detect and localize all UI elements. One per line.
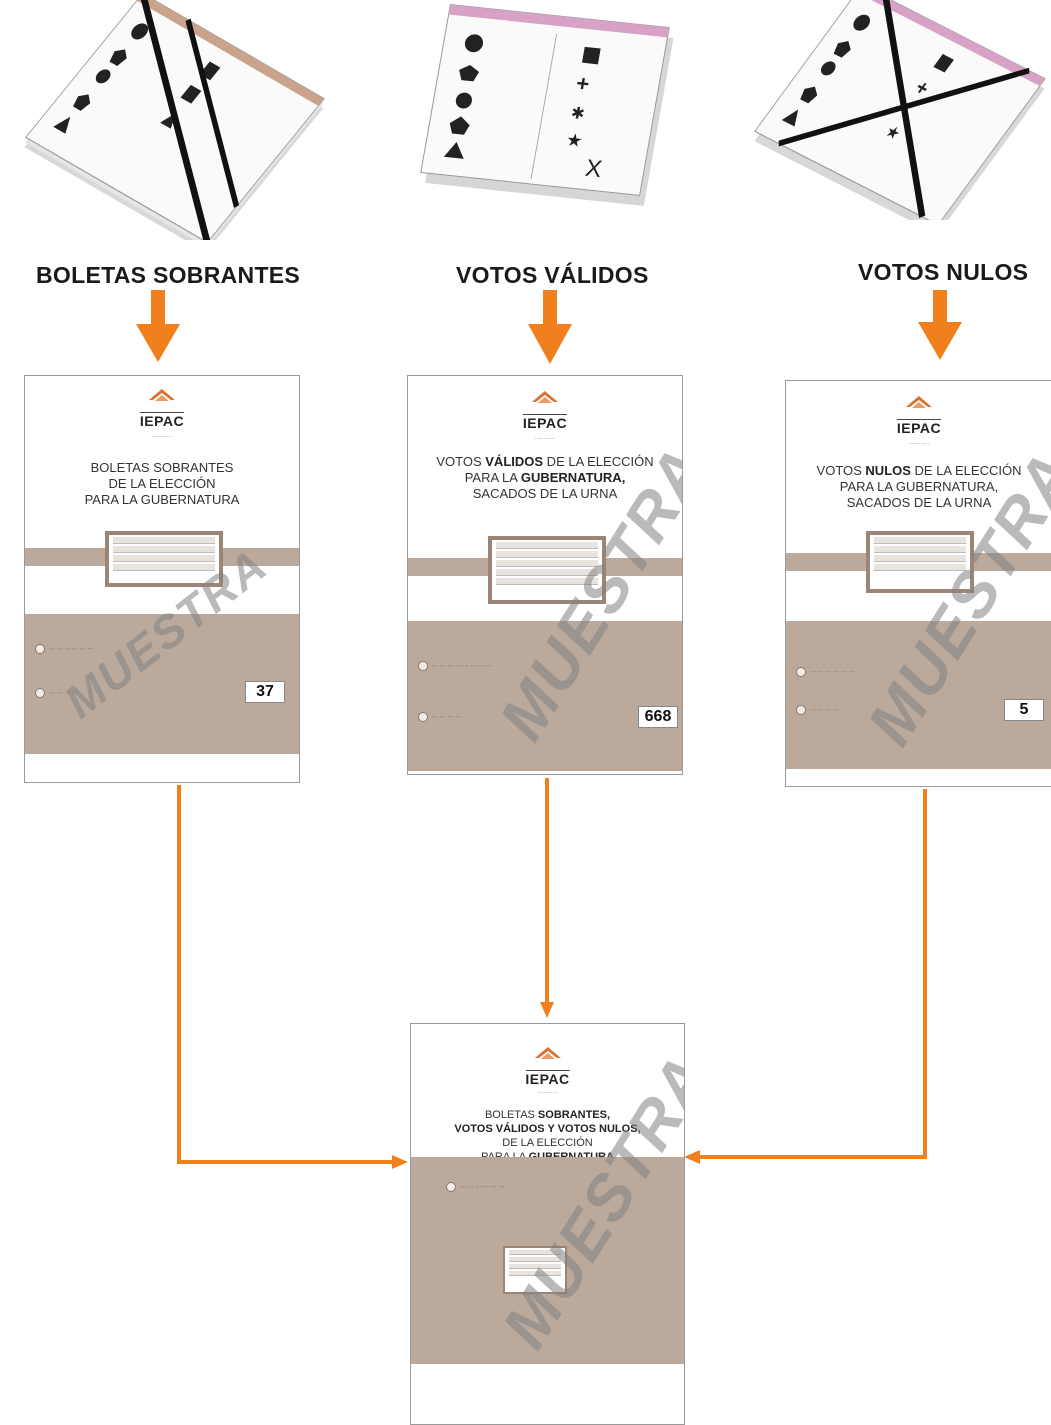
envelope-final: IEPAC ············ BOLETAS SOBRANTES, VO… [410, 1023, 685, 1425]
heading-boletas-sobrantes: BOLETAS SOBRANTES [36, 262, 301, 288]
logo-text: IEPAC [525, 1070, 570, 1087]
svg-text:✱: ✱ [570, 105, 586, 123]
envelope-label [105, 531, 223, 587]
connector-sobrantes [177, 785, 392, 1164]
process-line: ············ [535, 436, 555, 442]
process-line: ············ [152, 434, 172, 440]
arrow-nulos-shaft [933, 290, 947, 324]
logo-text: IEPAC [139, 412, 185, 429]
envelope-title: BOLETAS SOBRANTES DE LA ELECCIÓN PARA LA… [84, 460, 240, 507]
iepac-logo-icon [534, 1047, 561, 1059]
process-line: ············ [537, 1090, 558, 1096]
arrow-validos-shaft [543, 290, 557, 326]
iepac-logo: IEPAC [525, 1046, 570, 1087]
svg-text:★: ★ [565, 130, 585, 151]
instruction-1: ··· ··· ··· ··· ··· ··· ··· ··· [418, 661, 673, 671]
arrow-sobrantes-head [136, 324, 180, 362]
iepac-logo-icon [906, 396, 932, 408]
connector-sobrantes-head [392, 1155, 408, 1169]
heading-votos-nulos: VOTOS NULOS [858, 259, 1029, 285]
svg-text:X: X [583, 155, 604, 183]
envelope-votos-validos: IEPAC ············ VOTOS VÁLIDOS DE LA E… [407, 375, 683, 775]
instruction-2: ··· ··· ··· ··· [418, 712, 618, 722]
envelope-instructions-panel [786, 621, 1051, 769]
envelope-boletas-sobrantes: IEPAC ············ BOLETAS SOBRANTES DE … [24, 375, 300, 783]
envelope-title: VOTOS NULOS DE LA ELECCIÓN PARA LA GUBER… [816, 463, 1022, 510]
instruction-1: ··· ··· ··· ··· ··· ··· [35, 644, 275, 654]
arrow-nulos-head [918, 322, 962, 360]
arrow-validos-head [528, 324, 572, 364]
instruction-2: ··· ··· ··· ··· [35, 688, 235, 698]
envelope-label [503, 1246, 567, 1294]
envelope-instructions-panel [408, 621, 682, 771]
envelope-label [866, 531, 974, 593]
heading-votos-validos: VOTOS VÁLIDOS [456, 262, 649, 288]
instruction-2: ··· ··· ··· ··· [796, 705, 996, 715]
iepac-logo-icon [149, 389, 175, 401]
iepac-logo: IEPAC [522, 390, 568, 431]
connector-validos-head [540, 1002, 554, 1018]
envelope-votos-nulos: IEPAC ············ VOTOS NULOS DE LA ELE… [785, 380, 1051, 787]
connector-nulos-head [684, 1150, 700, 1164]
iepac-logo: IEPAC [139, 388, 185, 429]
count-box: 37 [245, 681, 285, 703]
logo-text: IEPAC [896, 419, 942, 436]
count-box: 5 [1004, 699, 1044, 721]
arrow-sobrantes-shaft [151, 290, 165, 326]
ballot-stack-nulos-illustration: + ★ [754, 0, 1046, 220]
iepac-logo: IEPAC [896, 395, 942, 436]
envelope-title: VOTOS VÁLIDOS DE LA ELECCIÓN PARA LA GUB… [436, 454, 654, 501]
ballot-stack-validos-illustration: + ✱ ★ X [420, 4, 674, 206]
logo-text: IEPAC [522, 414, 568, 431]
instruction-1: ··· ··· ··· ··· ··· ··· [446, 1182, 656, 1192]
envelope-label [488, 536, 606, 604]
process-line: ············ [909, 441, 929, 447]
iepac-logo-icon [532, 391, 558, 403]
ballot-stack-sobrantes-illustration [24, 0, 325, 240]
count-box: 668 [638, 706, 678, 728]
connector-nulos [700, 789, 927, 1159]
svg-text:+: + [574, 70, 591, 96]
instruction-1: ··· ··· ··· ··· ··· ··· [796, 667, 1036, 677]
